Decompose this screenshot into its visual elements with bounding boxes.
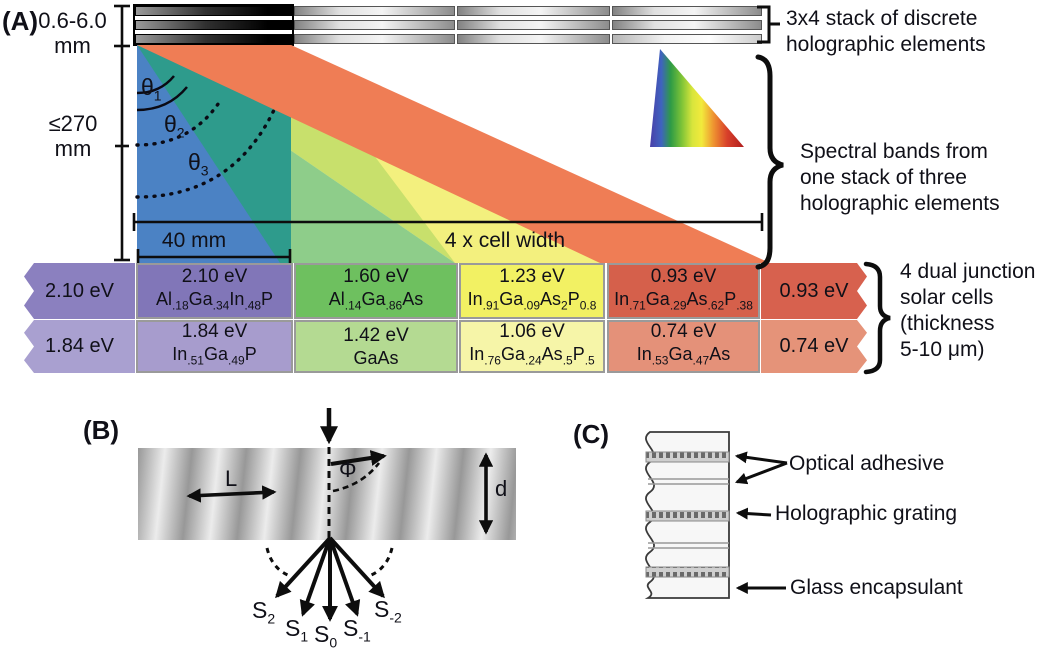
cell-bandgap: 0.93 eV [650,265,717,287]
holographic-element-bar [612,20,762,30]
solar-cells-annotation-line1: 4 dual junction [900,260,1036,283]
glass-encapsulant-label: Glass encapsulant [790,576,963,599]
diffraction-order-s2-label: S2 [252,597,276,627]
cell-bandgap: 2.10 eV [181,265,248,287]
cell-material: In.53Ga.47As [636,344,731,368]
holographic-element-bar [294,34,455,44]
solar-cells-annotation-line2: solar cells [900,286,994,309]
stack-annotation: 3x4 stack of discrete holographic elemen… [786,6,986,58]
holographic-grating-bar [138,448,516,540]
spectral-bands-annotation-line2: one stack of three [800,166,967,189]
panel-a-label: (A) [2,6,39,36]
propagation-distance-unit: mm [54,136,92,161]
rainbow-triangle [650,49,744,147]
holographic-element-bar [457,6,610,16]
cell-bandgap: 0.93 eV [779,279,849,302]
holographic-element-column-3 [457,6,610,44]
holographic-element-bar [135,6,292,16]
spectral-bands-annotation-line3: holographic elements [800,192,1000,215]
cell-material: In.91Ga.09As2P0.8 [467,288,597,313]
cell-material: Al.14Ga.86As [328,288,424,313]
holographic-element-bar [612,6,762,16]
holographic-element-column-2 [294,6,455,44]
cell-material: In.51Ga.49P [172,344,257,368]
fan-dashed-arc-left [265,547,291,578]
solar-cells-brace [863,261,891,375]
grating-strip-2 [645,510,730,522]
holographic-element-column-1 [133,4,294,46]
stack-annotation-line1: 3x4 stack of discrete [786,7,978,30]
diffraction-order-arrows [275,536,385,622]
holographic-grating-label: Holographic grating [775,502,958,525]
solar-cell-r2-c1: 1.84 eV [24,320,135,373]
cell-bandgap: 1.42 eV [343,324,409,346]
stack-thickness-unit: mm [54,33,91,58]
cell-material: Al.18Ga.34In.48P [155,288,274,313]
grating-period-label: L [225,466,238,491]
fan-dashed-arc-right [368,547,394,578]
spectral-bands-brace [755,54,784,270]
grating-strip-3 [645,566,730,578]
theta3-label: θ3 [188,149,209,179]
cell-material: GaAs [353,347,399,368]
holographic-element-bar [294,20,455,30]
cell-width-dimension-label: 4 x cell width [444,229,566,252]
solar-cells-annotation-line4: 5-10 μm) [900,338,985,361]
encapsulated-stack-diagram [644,431,788,599]
adhesive-lines [648,478,729,549]
theta2-label: θ2 [164,111,185,141]
holographic-element-bar [135,20,292,30]
cell-bandgap: 0.74 eV [779,335,849,357]
diffraction-order-sm2-label: S-2 [374,596,402,626]
propagation-distance-dimension-label: ≤270 mm [38,111,108,161]
cell-bandgap: 1.84 eV [181,321,248,343]
solar-cell-r1-c1: 2.10 eV [24,263,135,319]
optical-adhesive-label: Optical adhesive [789,452,945,475]
holographic-element-bar [612,34,762,44]
panel-c-label: (C) [573,419,610,449]
stack-annotation-line2: holographic elements [786,33,986,56]
cell-material: In.71Ga.29As.62P.38 [614,288,753,313]
diffraction-order-s0-label: S0 [314,621,338,651]
40mm-dimension-label: 40 mm [161,229,227,252]
solar-cells-annotation: 4 dual junction solar cells (thickness 5… [900,259,1035,363]
grating-thickness-label: d [495,476,508,501]
cell-bandgap: 1.60 eV [343,265,409,287]
spectral-bands-annotation-line1: Spectral bands from [800,140,988,163]
stack-thickness-dimension-label: 0.6-6.0 mm [30,8,115,58]
solar-cell-r2-c6: 0.74 eV [761,320,867,373]
cell-bandgap: 2.10 eV [45,279,114,302]
cell-bandgap: 1.84 eV [45,335,114,357]
phi-angle-label: Φ [339,457,357,482]
holographic-element-bar [294,6,455,16]
stack-body [644,431,730,599]
holographic-element-bar [457,34,610,44]
solar-cell-r1-c6: 0.93 eV [761,263,867,319]
diffraction-order-s1-label: S1 [285,615,309,645]
stack-thickness-value: 0.6-6.0 [38,8,107,33]
holographic-element-bar [135,34,292,44]
theta1-label: θ1 [141,74,162,104]
holographic-element-bar [457,20,610,30]
grating-strip-1 [645,451,730,463]
propagation-distance-value: ≤270 [48,111,98,136]
cell-material: In.76Ga.24As.5P.5 [469,344,595,368]
holographic-element-column-4 [612,6,762,44]
left-dimension-lines [114,4,130,262]
diffraction-order-sm1-label: S-1 [343,615,371,645]
spectral-bands-annotation: Spectral bands from one stack of three h… [800,139,1000,217]
cell-bandgap: 1.23 eV [499,265,565,287]
cell-bandgap: 1.06 eV [499,321,565,343]
cell-bandgap: 0.74 eV [650,321,717,343]
solar-cells-annotation-line3: (thickness [900,312,995,335]
panel-b-label: (B) [83,415,120,445]
